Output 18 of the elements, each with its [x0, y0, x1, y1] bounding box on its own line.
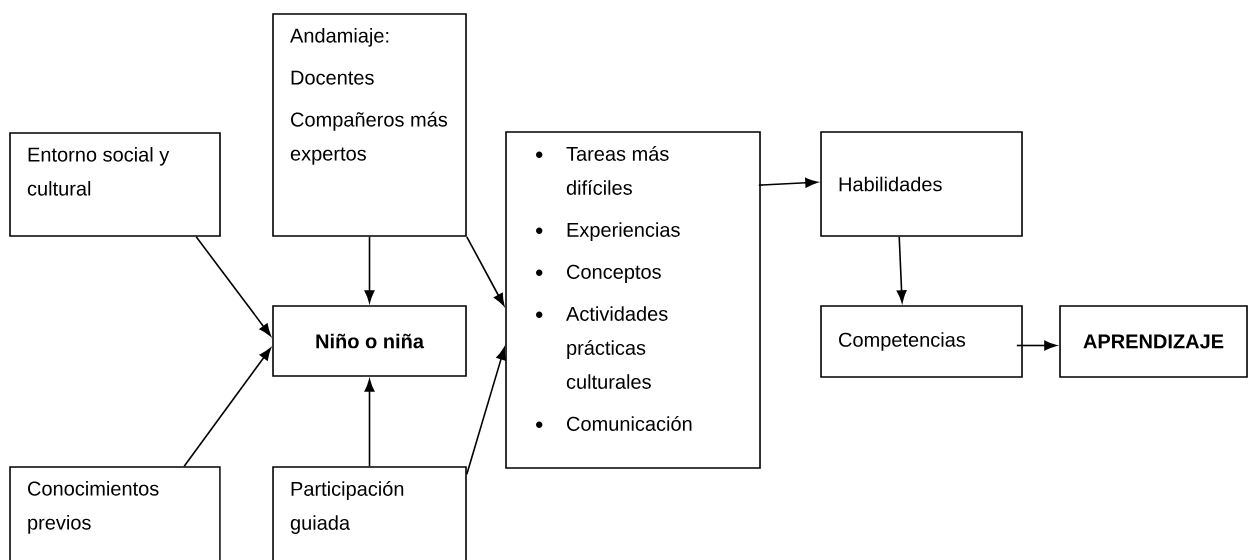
arrow — [758, 177, 818, 188]
arrow — [466, 236, 505, 306]
arrow — [195, 236, 271, 337]
process-box: Conocimientos previos — [9, 466, 221, 560]
process-box: APRENDIZAJE — [1059, 305, 1248, 378]
process-box: Participación guiada — [272, 466, 467, 560]
list-box: Tareas más difíciles Experiencias Conceptos Actividades prácticas culturales Comunicación — [505, 131, 761, 469]
process-box: Niño o niña — [272, 305, 467, 377]
arrow — [364, 236, 375, 303]
process-box: Habilidades — [820, 131, 1023, 237]
arrow — [1016, 340, 1057, 351]
arrow — [364, 379, 375, 467]
arrow — [466, 347, 506, 475]
process-box: Competencias — [820, 305, 1023, 378]
process-box: Entorno social y cultural — [9, 132, 221, 237]
arrow — [183, 347, 272, 467]
process-box: Andamiaje: Docentes Compañeros más expertos — [272, 13, 467, 237]
arrow — [896, 236, 907, 303]
